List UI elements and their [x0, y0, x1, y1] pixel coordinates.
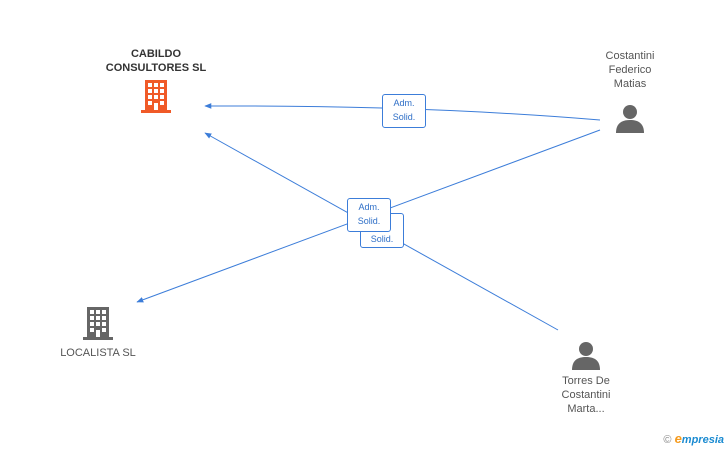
person-icon: [616, 105, 644, 133]
node-label-localista: LOCALISTA SL: [60, 347, 136, 359]
empresia-brand: © empresia: [663, 431, 724, 446]
building-icon: [83, 307, 113, 340]
node-cabildo-consultores[interactable]: CABILDO CONSULTORES SL: [86, 47, 226, 113]
node-costantini-federico[interactable]: Costantini Federico Matias: [560, 49, 700, 133]
brand-logo-e: e: [674, 431, 682, 446]
node-localista[interactable]: LOCALISTA SL: [28, 306, 168, 360]
building-icon: [141, 80, 171, 113]
node-label-costantini-federico: Costantini Federico Matias: [605, 50, 655, 90]
person-icon: [572, 342, 600, 370]
node-torres-costantini[interactable]: Torres De Costantini Marta...: [516, 340, 656, 416]
copyright-symbol: ©: [663, 434, 672, 446]
relation-label-adm-solid-top[interactable]: Adm. Solid.: [382, 94, 426, 128]
relation-label-adm-solid-center[interactable]: Adm. Solid.: [347, 198, 391, 232]
node-label-torres: Torres De Costantini Marta...: [561, 375, 611, 415]
node-label-cabildo: CABILDO CONSULTORES SL: [105, 48, 207, 74]
brand-logo-text: mpresia: [681, 434, 724, 446]
